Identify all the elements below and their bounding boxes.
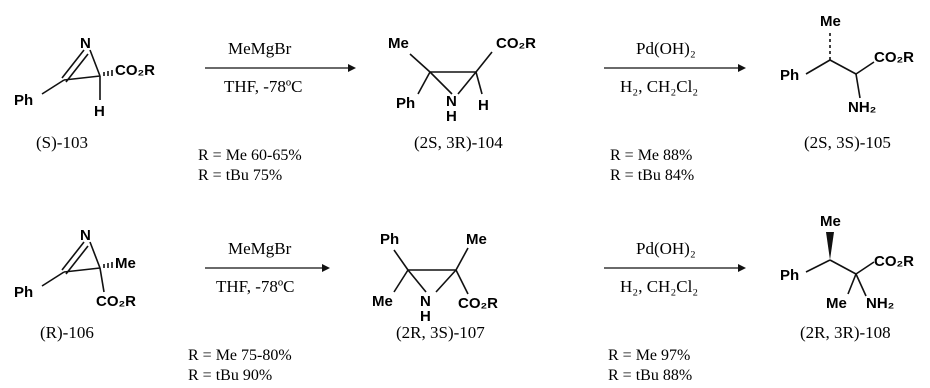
hashed-wedge [103,70,113,76]
yield-line: R = tBu 75% [198,167,282,184]
atom-h: H [478,97,489,114]
reagent-top: MeMgBr [228,239,292,258]
compound-label-107: (2R, 3S)-107 [396,323,485,342]
atom-ph: Ph [780,267,799,284]
yield-line: R = Me 60-65% [198,147,302,164]
atom-ph: Ph [396,95,415,112]
bond [805,259,831,273]
bond [407,269,427,293]
bond [41,271,65,287]
bond [89,241,101,269]
bond [65,245,89,275]
bond [63,267,101,273]
arrow-head [348,64,356,72]
bond [99,267,105,293]
atom-me: Me [820,213,841,230]
hashed-wedge [103,262,113,268]
bond [847,273,857,295]
bond [417,71,431,95]
bond [41,79,65,95]
molecule-2r3r-108: Me Ph CO₂R Me NH₂ [780,213,914,312]
bond [61,49,85,79]
bond [429,71,453,95]
atom-ph: Ph [780,67,799,84]
atom-n: N [420,293,431,310]
atom-h: H [94,103,105,120]
wedge-bond [826,232,834,260]
arrow-head [322,264,330,272]
compound-label-s-103: (S)-103 [36,133,88,152]
reagent-bottom: H₂, CH₂Cl₂ [620,77,698,96]
reagent-top: MeMgBr [228,39,292,58]
atom-me: Me [372,293,393,310]
bond [455,247,469,271]
bond [829,259,857,275]
reagent-bottom: THF, -78ºC [224,77,303,96]
bond [393,249,409,271]
atom-me: Me [820,13,841,30]
atom-n: N [446,93,457,110]
atom-co2r: CO₂R [96,293,136,310]
bond [475,51,493,73]
molecule-r-106: N Me Ph CO₂R [14,227,136,310]
bond [475,71,483,95]
bond [63,75,101,81]
bond [89,49,101,77]
atom-me: Me [466,231,487,248]
bond [393,269,409,293]
compound-label-108: (2R, 3R)-108 [800,323,891,342]
bond [435,269,457,293]
compound-label-105: (2S, 3S)-105 [804,133,891,152]
atom-co2r: CO₂R [874,49,914,66]
atom-me: Me [115,255,136,272]
atom-co2r: CO₂R [115,62,155,79]
bond [829,59,857,75]
yield-line: R = Me 88% [610,147,692,164]
compound-label-r-106: (R)-106 [40,323,94,342]
atom-me: Me [826,295,847,312]
atom-ph: Ph [380,231,399,248]
molecule-2s3r-104: Me CO₂R Ph N H H [388,35,536,125]
atom-co2r: CO₂R [496,35,536,52]
atom-ph: Ph [14,92,33,109]
bond [409,53,431,73]
yield-line: R = Me 75-80% [188,347,292,364]
molecule-2s3s-105: Me Ph CO₂R NH₂ [780,13,914,116]
atom-me: Me [388,35,409,52]
atom-co2r: CO₂R [458,295,498,312]
reagent-top: Pd(OH)₂ [636,239,696,258]
reagent-bottom: THF, -78ºC [216,277,295,296]
arrow-head [738,64,746,72]
bond [455,269,469,295]
yield-line: R = tBu 84% [610,167,694,184]
bond [805,59,831,75]
bond [855,73,861,99]
bond [65,53,89,83]
yield-line: R = tBu 88% [608,367,692,384]
atom-n: N [80,35,91,52]
compound-label-104: (2S, 3R)-104 [414,133,503,152]
bond [457,71,477,95]
atom-h: H [420,308,431,325]
bond [855,61,875,75]
atom-nh2: NH₂ [848,99,876,116]
atom-n: N [80,227,91,244]
bond [855,273,867,297]
arrow-head [738,264,746,272]
reagent-bottom: H₂, CH₂Cl₂ [620,277,698,296]
reagent-top: Pd(OH)₂ [636,39,696,58]
atom-nh2: NH₂ [866,295,894,312]
molecule-s-103: N CO₂R Ph H [14,35,155,120]
atom-co2r: CO₂R [874,253,914,270]
bond [61,241,85,271]
atom-ph: Ph [14,284,33,301]
molecule-2r3s-107: Ph Me Me N H CO₂R [372,231,498,325]
bond [855,261,875,275]
yield-line: R = tBu 90% [188,367,272,384]
yield-line: R = Me 97% [608,347,690,364]
atom-h: H [446,108,457,125]
